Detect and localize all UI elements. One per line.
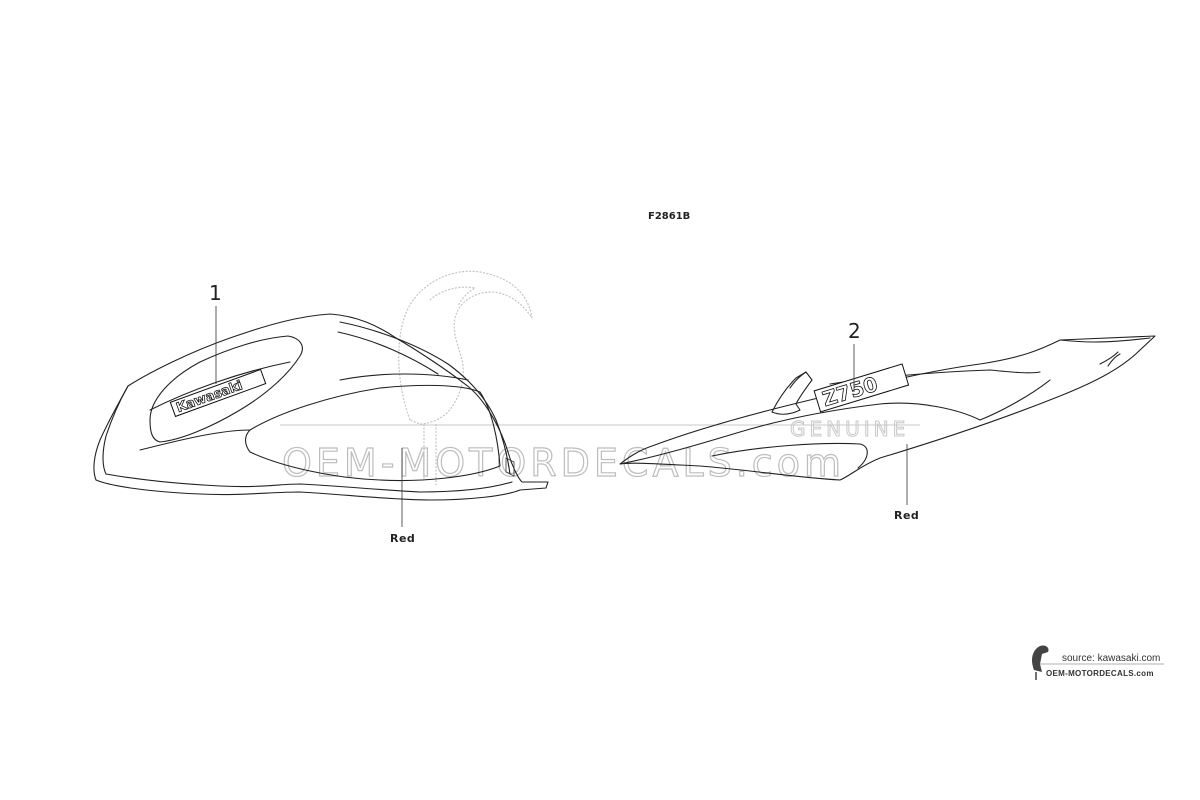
- callout-1: 1: [209, 281, 222, 384]
- watermark-sub-text: GENUINE: [790, 417, 909, 441]
- watermark-bird-logo: [398, 270, 533, 485]
- watermark-main-text: OEM-MOTORDECALS.com: [282, 441, 845, 485]
- source-line-1: source: kawasaki.com: [1062, 653, 1160, 664]
- callout-number-2: 2: [848, 319, 861, 343]
- callout-note-2: Red: [894, 509, 919, 522]
- callout-2: 2: [848, 319, 861, 392]
- source-badge: source: kawasaki.com OEM-MOTORDECALS.com: [1032, 645, 1164, 680]
- callout-number-1: 1: [209, 281, 222, 305]
- callout-1-note: Red: [390, 448, 415, 545]
- callout-2-note: Red: [894, 444, 919, 522]
- figure-code: F2861B: [648, 211, 690, 222]
- watermark-text: GENUINE OEM-MOTORDECALS.com: [280, 417, 920, 486]
- source-line-2: OEM-MOTORDECALS.com: [1046, 669, 1154, 678]
- callout-note-1: Red: [390, 532, 415, 545]
- source-logo-icon: [1032, 645, 1049, 680]
